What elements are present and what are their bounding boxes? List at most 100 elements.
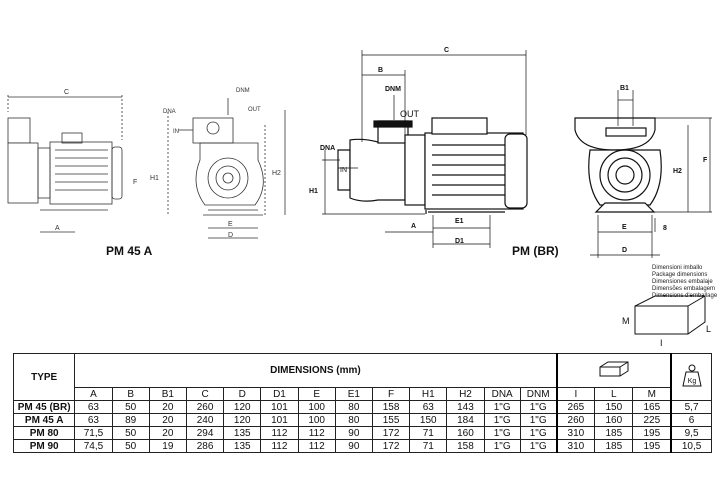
dim-h2-right: H2	[673, 168, 682, 175]
package-cell: 310	[555, 439, 596, 453]
dim-e1-center: E1	[455, 218, 464, 225]
package-box-icon-svg	[599, 361, 629, 377]
column-header: DNA	[483, 387, 521, 401]
package-note-line: Package dimensions	[652, 272, 708, 278]
column-header: F	[371, 387, 411, 401]
table-cell: 112	[297, 426, 336, 440]
technical-drawings: C A DNA DNM OUT IN H1 F H2 E D	[7, 47, 712, 348]
table-cell: 63	[74, 413, 113, 427]
dim-c-center: C	[444, 47, 449, 54]
table-cell: 112	[260, 439, 299, 453]
table-cell: 74,5	[74, 439, 113, 453]
column-header: E1	[334, 387, 373, 401]
dim-f-left: F	[133, 179, 137, 186]
table-cell: 135	[223, 439, 262, 453]
dim-h1-center: H1	[309, 188, 318, 195]
table-cell: 63	[74, 400, 113, 414]
weight-cell: 5,7	[670, 400, 713, 414]
table-cell: 50	[111, 426, 150, 440]
pm-br-dimension-lines	[322, 50, 527, 248]
table-cell: 100	[297, 413, 336, 427]
column-header: D1	[260, 387, 299, 401]
package-note-line: Dimensioni imballo	[652, 265, 703, 271]
dimensions-title: DIMENSIONS (mm)	[270, 365, 361, 376]
caption-pm45a: PM 45 A	[106, 244, 153, 258]
package-dimensions-note: Dimensioni imballo Package dimensions Di…	[652, 265, 717, 300]
dim-d-right: D	[622, 247, 627, 254]
weight-icon-label: Kg	[687, 378, 696, 385]
table-cell: 89	[111, 413, 150, 427]
table-cell: 20	[148, 400, 187, 414]
dimensions-header: DIMENSIONS (mm)	[74, 353, 558, 388]
pm-br-front-dimension-lines	[590, 90, 712, 258]
table-cell: 1"G	[483, 426, 521, 440]
dim-d-left: D	[228, 232, 233, 239]
table-cell: 71,5	[74, 426, 113, 440]
table-cell: 20	[148, 413, 187, 427]
table-cell: 20	[148, 426, 187, 440]
box-label-i: I	[660, 338, 663, 348]
type-header: TYPE	[12, 353, 76, 401]
table-cell: 80	[334, 400, 373, 414]
weight-cell: 9,5	[670, 426, 713, 440]
column-header: D	[223, 387, 262, 401]
row-type: PM 80	[12, 426, 76, 440]
dim-a-center: A	[411, 223, 416, 230]
package-note-line: Dimensões embalagem	[652, 286, 716, 292]
pm-br-front-view	[574, 117, 662, 213]
dim-a-left: A	[55, 225, 60, 232]
row-type: PM 90	[12, 439, 76, 453]
dim-h1-left: H1	[150, 175, 159, 182]
column-header: A	[74, 387, 113, 401]
table-cell: 1"G	[519, 400, 558, 414]
column-header: C	[185, 387, 225, 401]
table-cell: 172	[371, 426, 411, 440]
column-header: H2	[446, 387, 485, 401]
table-cell: 71	[409, 439, 448, 453]
table-cell: 101	[260, 413, 299, 427]
table-cell: 80	[334, 413, 373, 427]
table-cell: 1"G	[483, 400, 521, 414]
table-cell: 50	[111, 439, 150, 453]
dim-dnm-center: DNM	[385, 86, 401, 93]
table-cell: 150	[409, 413, 448, 427]
table-cell: 90	[334, 426, 373, 440]
package-cell: 310	[555, 426, 596, 440]
pm-br-side-view	[337, 117, 528, 214]
weight-cell: 6	[670, 413, 713, 427]
caption-pm-br: PM (BR)	[512, 244, 559, 258]
table-cell: 158	[371, 400, 411, 414]
column-header: B1	[148, 387, 187, 401]
package-cell: 150	[594, 400, 634, 414]
package-cell: 185	[594, 439, 634, 453]
dim-dna-left: DNA	[163, 109, 176, 115]
table-cell: 286	[185, 439, 225, 453]
package-cell: 260	[555, 413, 596, 427]
table-cell: 100	[297, 400, 336, 414]
table-cell: 90	[334, 439, 373, 453]
dim-in-left: IN	[173, 129, 179, 135]
dim-dnm-left: DNM	[236, 88, 250, 94]
dim-b-center: B	[378, 67, 383, 74]
table-cell: 101	[260, 400, 299, 414]
table-cell: 294	[185, 426, 225, 440]
package-cell: 195	[632, 439, 672, 453]
table-cell: 240	[185, 413, 225, 427]
dim-h2-left: H2	[272, 170, 281, 177]
package-cell: 265	[555, 400, 596, 414]
package-column-header: I	[555, 387, 596, 401]
column-header: H1	[409, 387, 448, 401]
weight-cell: 10,5	[670, 439, 713, 453]
row-type: PM 45 A	[12, 413, 76, 427]
box-label-l: L	[706, 324, 711, 334]
table-cell: 135	[223, 426, 262, 440]
package-cell: 185	[594, 426, 634, 440]
box-label-m: M	[622, 316, 630, 326]
dim-b1-right: B1	[620, 85, 629, 92]
dim-in-center: IN	[340, 167, 347, 174]
package-note-line: Dimensiones embalaje	[652, 279, 713, 285]
